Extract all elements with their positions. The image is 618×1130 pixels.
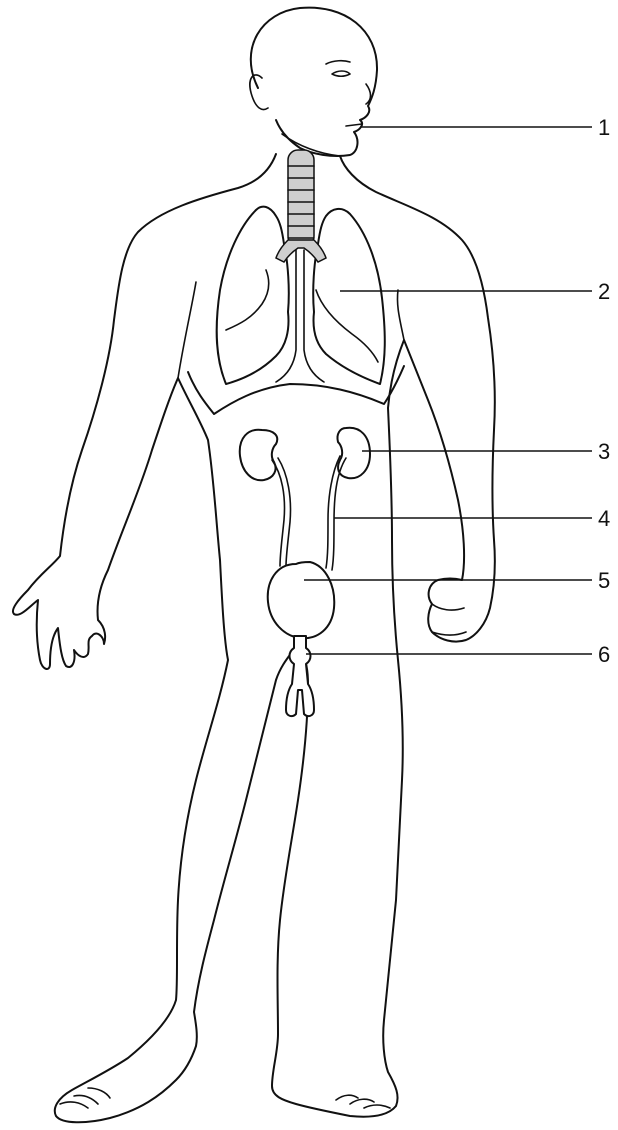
left-foot-toes [60, 1088, 110, 1108]
number-labels: 1 2 3 4 5 6 [598, 115, 610, 667]
head-outline [251, 8, 377, 156]
label-5: 5 [598, 568, 610, 593]
body-outline [13, 8, 495, 1123]
mouth [346, 124, 362, 126]
eye [332, 71, 350, 76]
label-4: 4 [598, 506, 610, 531]
label-6: 6 [598, 642, 610, 667]
right-lung [313, 209, 385, 384]
left-armpit [178, 282, 196, 378]
bladder [268, 562, 335, 638]
nose [366, 84, 371, 104]
right-foot-toes [336, 1095, 390, 1108]
ear-outline [250, 75, 268, 110]
left-kidney [240, 430, 277, 481]
right-armpit [397, 290, 404, 340]
kidneys [240, 428, 370, 481]
left-lung [217, 207, 289, 384]
label-1: 1 [598, 115, 610, 140]
right-kidney [337, 428, 370, 479]
brow [326, 61, 350, 64]
label-2: 2 [598, 279, 610, 304]
label-3: 3 [598, 439, 610, 464]
right-fist-detail [432, 604, 466, 635]
urethra [286, 636, 314, 716]
trachea-tube [288, 150, 314, 246]
